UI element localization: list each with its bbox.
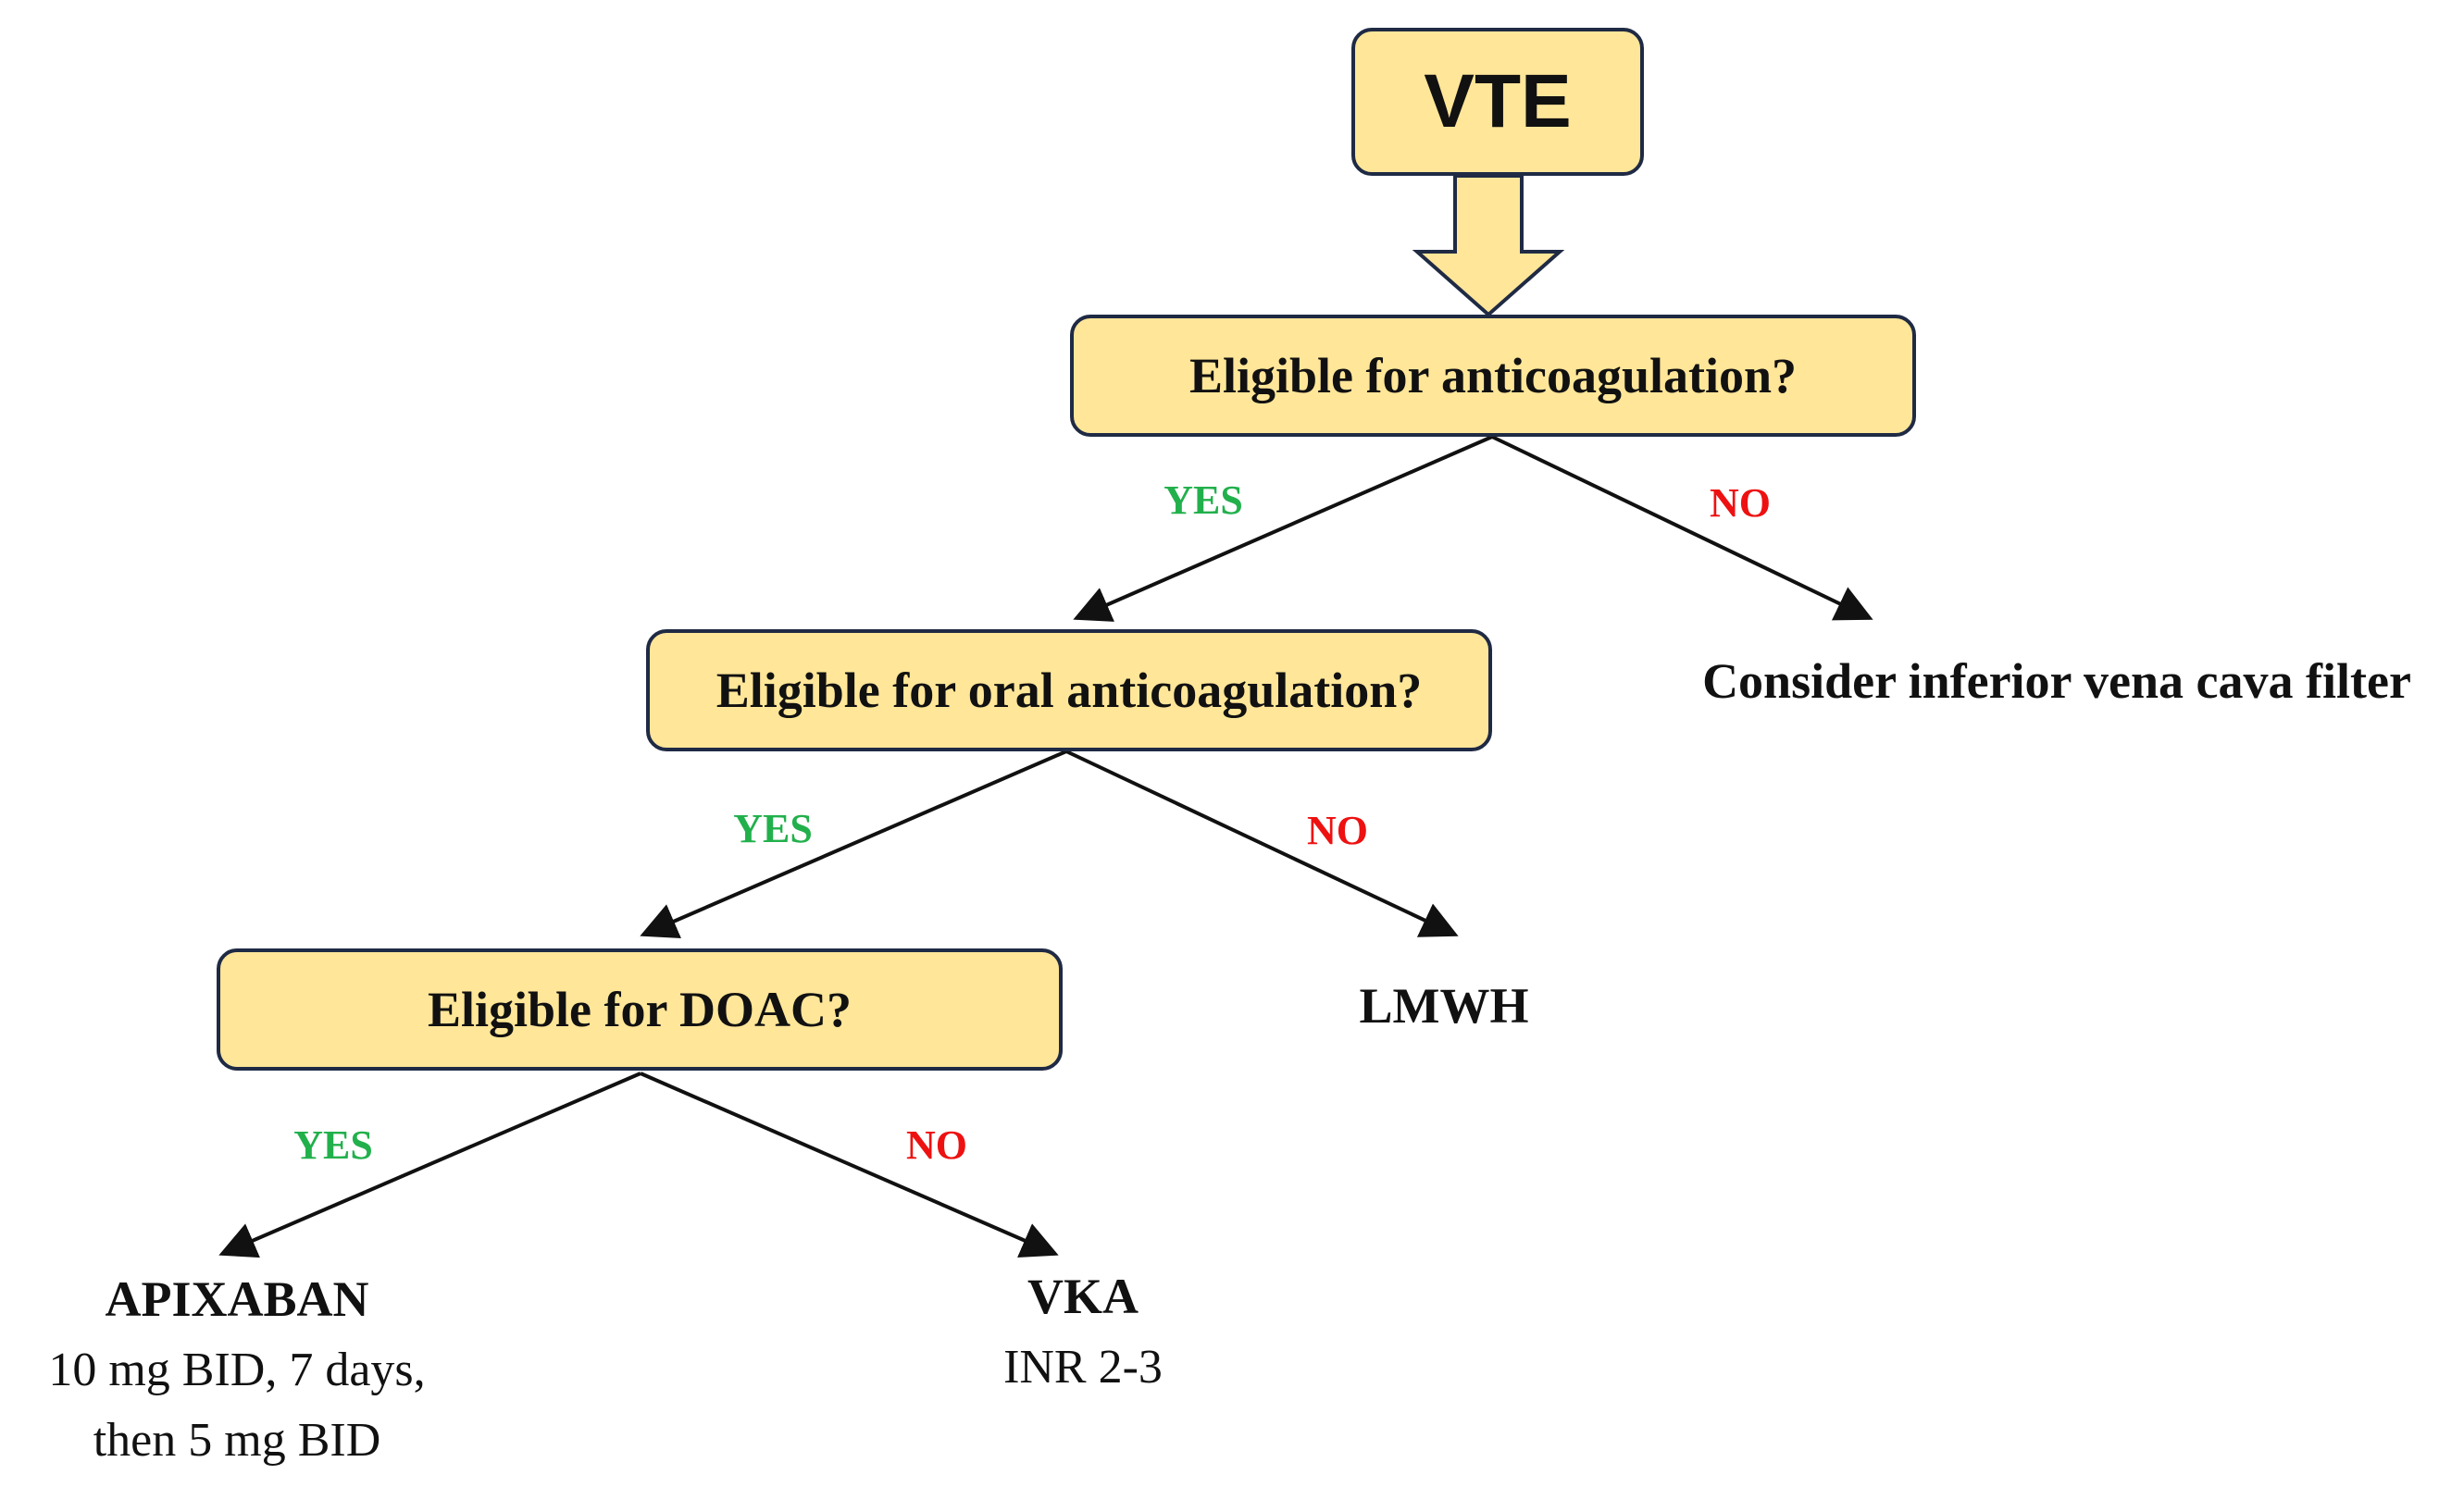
arrow-q3-no	[640, 1072, 1059, 1258]
arrow-q3-yes	[218, 1072, 641, 1258]
outcome-ivc-filter: Consider inferior vena cava filter	[1702, 645, 2411, 717]
arrow-q1-yes	[1073, 435, 1493, 622]
node-eligible-doac: Eligible for DOAC?	[217, 948, 1063, 1071]
outcome-apixaban-dose-1: 10 mg BID, 7 days,	[48, 1344, 426, 1396]
arrow-q2-no	[1065, 750, 1459, 937]
node-eligible-anticoagulation: Eligible for anticoagulation?	[1070, 315, 1916, 437]
block-arrow-down	[1412, 174, 1565, 317]
outcome-apixaban-title: APIXABAN	[105, 1271, 369, 1327]
outcome-apixaban: APIXABAN 10 mg BID, 7 days, then 5 mg BI…	[48, 1263, 425, 1476]
outcome-lmwh: LMWH	[1360, 970, 1529, 1042]
node-vte: VTE	[1351, 28, 1644, 176]
label-q1-no: NO	[1710, 480, 1771, 526]
label-q2-yes: YES	[733, 806, 813, 851]
outcome-apixaban-dose-2: then 5 mg BID	[93, 1414, 381, 1467]
outcome-vka-inr: INR 2-3	[1003, 1341, 1163, 1394]
outcome-vka-title: VKA	[1027, 1269, 1139, 1324]
label-q1-yes: YES	[1164, 477, 1243, 523]
outcome-lmwh-title: LMWH	[1359, 978, 1529, 1034]
label-q3-yes: YES	[293, 1122, 373, 1168]
outcome-vka: VKA INR 2-3	[1003, 1260, 1163, 1403]
arrow-q1-no	[1491, 435, 1873, 621]
label-q3-no: NO	[906, 1122, 967, 1168]
node-eligible-oral-anticoagulation: Eligible for oral anticoagulation?	[646, 629, 1492, 751]
label-q2-no: NO	[1307, 808, 1368, 853]
outcome-ivc-filter-title: Consider inferior vena cava filter	[1702, 653, 2411, 709]
arrow-q2-yes	[640, 750, 1067, 939]
